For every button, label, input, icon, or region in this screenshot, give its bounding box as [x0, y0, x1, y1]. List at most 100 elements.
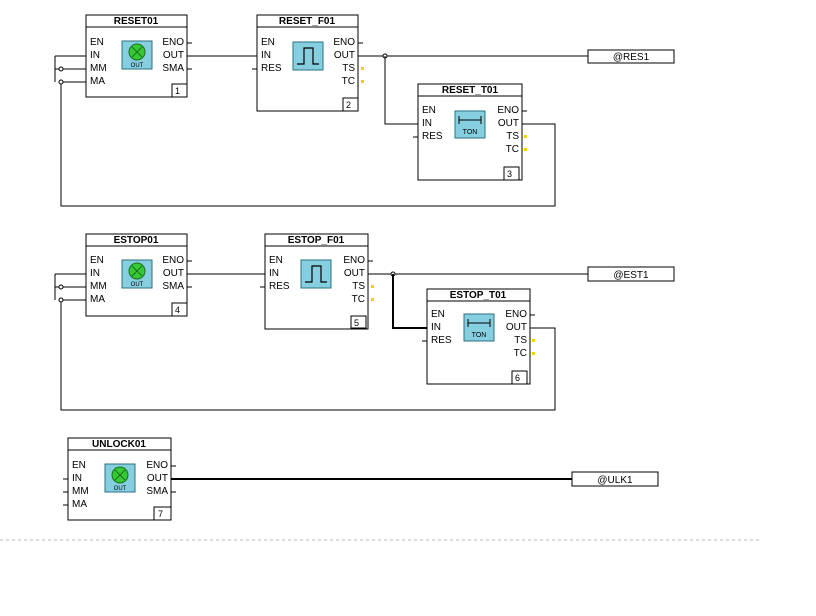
pin-out: OUT [163, 50, 184, 61]
block-reset01[interactable]: RESET01 EN IN MM MA ENO OUT SMA OUT 1 [85, 14, 192, 98]
pin-tc: TC [342, 76, 355, 87]
pin-out: OUT [334, 50, 355, 61]
block-estop-f01[interactable]: ESTOP_F01 EN IN RES ENO OUT TS TC 5 [260, 233, 374, 330]
junction-dot [58, 66, 64, 72]
wire-feedback-estop [60, 299, 556, 411]
icon-label: TON [463, 129, 478, 136]
wire-feedback-reset [60, 81, 556, 207]
pulse-icon [300, 259, 332, 289]
pin-in: IN [431, 322, 441, 333]
block-number: 3 [507, 169, 512, 179]
green-output-coil-icon: OUT [121, 259, 153, 289]
block-number: 1 [175, 86, 180, 96]
block-title: ESTOP_F01 [288, 235, 345, 246]
pin-en: EN [269, 255, 283, 266]
timer-ton-icon: TON [454, 110, 486, 139]
green-output-coil-icon: OUT [104, 463, 136, 493]
block-number: 6 [515, 373, 520, 383]
pin-eno: ENO [333, 37, 355, 48]
block-number: 7 [158, 509, 163, 519]
pin-eno: ENO [343, 255, 365, 266]
pin-out: OUT [506, 322, 527, 333]
pin-res: RES [422, 131, 443, 142]
pin-in: IN [72, 473, 82, 484]
pin-ts: TS [352, 281, 365, 292]
junction-dot [58, 297, 64, 303]
pin-tc: TC [514, 348, 527, 359]
icon-label: OUT [131, 63, 144, 69]
pin-mm: MM [90, 281, 107, 292]
block-title: RESET01 [114, 16, 159, 27]
block-title: RESET_F01 [279, 16, 336, 27]
pin-out: OUT [498, 118, 519, 129]
pin-tc: TC [506, 144, 519, 155]
tag-est1[interactable]: @EST1 [587, 266, 675, 282]
pin-eno: ENO [162, 37, 184, 48]
pin-ma: MA [90, 294, 105, 305]
pin-eno: ENO [497, 105, 519, 116]
block-title: UNLOCK01 [92, 439, 146, 450]
pin-sma: SMA [162, 281, 184, 292]
pin-in: IN [269, 268, 279, 279]
pin-out: OUT [147, 473, 168, 484]
pin-en: EN [90, 37, 104, 48]
pin-en: EN [422, 105, 436, 116]
pin-en: EN [72, 460, 86, 471]
pin-mm: MM [72, 486, 89, 497]
block-estop01[interactable]: ESTOP01 EN IN MM MA ENO OUT SMA OUT 4 [85, 233, 192, 317]
pin-eno: ENO [505, 309, 527, 320]
pin-en: EN [431, 309, 445, 320]
pin-res: RES [269, 281, 290, 292]
junction-dot [58, 79, 64, 85]
block-title: RESET_T01 [442, 85, 499, 96]
tag-label: @RES1 [613, 52, 650, 63]
green-output-coil-icon: OUT [121, 40, 153, 70]
timer-ton-icon: TON [463, 313, 495, 342]
pin-res: RES [261, 63, 282, 74]
pulse-icon [292, 41, 324, 71]
pin-sma: SMA [162, 63, 184, 74]
block-number: 4 [175, 305, 180, 315]
pin-in: IN [422, 118, 432, 129]
wire-to-estop-t01-in [392, 274, 427, 329]
block-estop-t01[interactable]: ESTOP_T01 EN IN RES ENO OUT TS TC TON 6 [422, 288, 535, 385]
wire-to-reset-t01-in [384, 56, 418, 125]
pin-tc: TC [352, 294, 365, 305]
pin-ma: MA [90, 76, 105, 87]
pin-in: IN [90, 268, 100, 279]
block-title: ESTOP_T01 [450, 290, 507, 301]
rung-reset: RESET01 EN IN MM MA ENO OUT SMA OUT 1 [54, 14, 675, 207]
pin-ts: TS [514, 335, 527, 346]
block-number: 5 [354, 318, 359, 328]
block-reset-t01[interactable]: RESET_T01 EN IN RES ENO OUT TS TC TON 3 [413, 83, 527, 181]
rung-unlock: UNLOCK01 EN IN MM MA ENO OUT SMA OUT 7 @… [63, 437, 659, 521]
junction-dot [58, 284, 64, 290]
icon-label: OUT [131, 282, 144, 288]
pin-eno: ENO [162, 255, 184, 266]
pin-en: EN [90, 255, 104, 266]
pin-out: OUT [163, 268, 184, 279]
pin-res: RES [431, 335, 452, 346]
pin-eno: ENO [146, 460, 168, 471]
block-unlock01[interactable]: UNLOCK01 EN IN MM MA ENO OUT SMA OUT 7 [67, 437, 176, 521]
tag-ulk1[interactable]: @ULK1 [571, 471, 659, 487]
tag-label: @EST1 [613, 270, 649, 281]
pin-in: IN [261, 50, 271, 61]
icon-label: OUT [114, 486, 127, 492]
block-reset-f01[interactable]: RESET_F01 EN IN RES ENO OUT TS TC 2 [252, 14, 364, 112]
pin-sma: SMA [146, 486, 168, 497]
rung-estop: ESTOP01 EN IN MM MA ENO OUT SMA OUT 4 [54, 233, 675, 411]
pin-out: OUT [344, 268, 365, 279]
pin-ts: TS [506, 131, 519, 142]
pin-ts: TS [342, 63, 355, 74]
icon-label: TON [472, 332, 487, 339]
tag-res1[interactable]: @RES1 [587, 49, 675, 64]
tag-label: @ULK1 [597, 475, 633, 486]
block-number: 2 [346, 100, 351, 110]
block-title: ESTOP01 [114, 235, 159, 246]
pin-mm: MM [90, 63, 107, 74]
pin-in: IN [90, 50, 100, 61]
pin-en: EN [261, 37, 275, 48]
pin-ma: MA [72, 499, 87, 510]
